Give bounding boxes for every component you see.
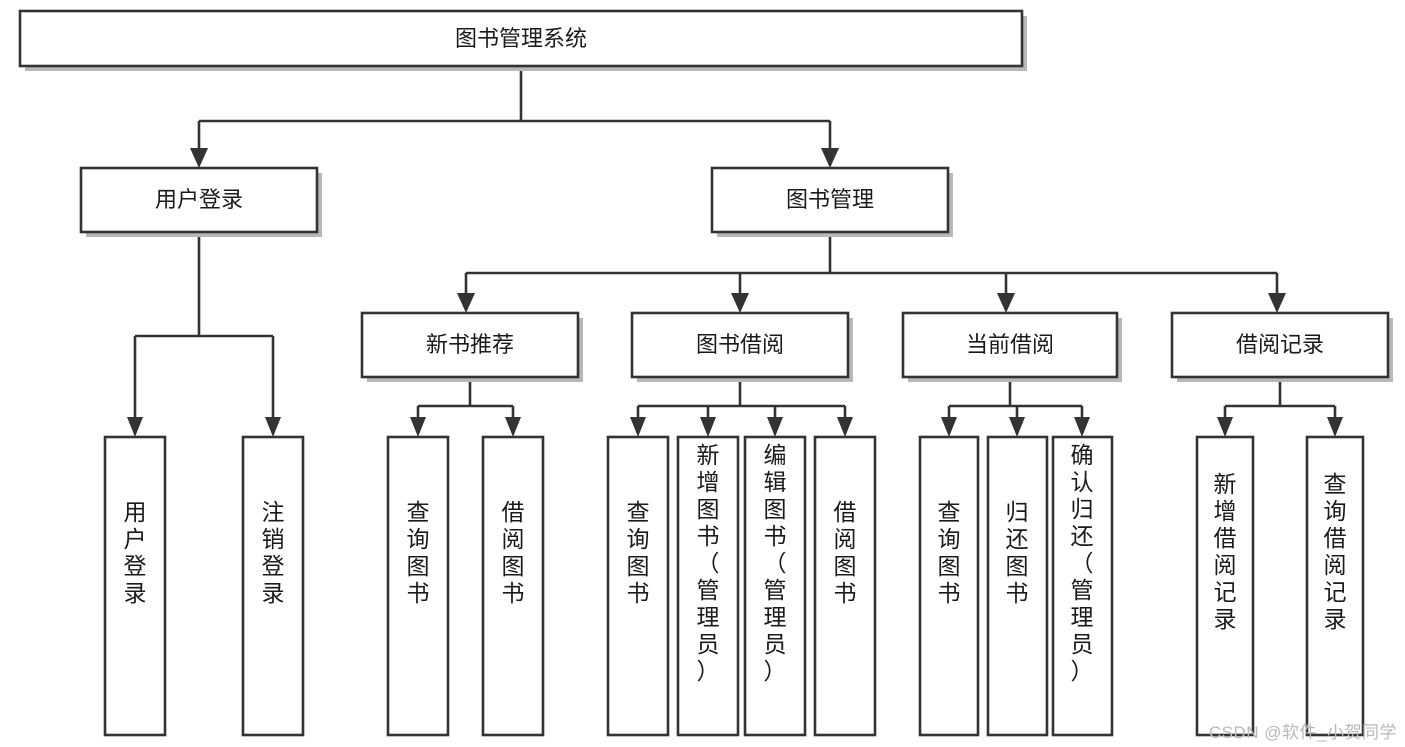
leaf-edit-book-admin-label: 编辑图书（管理员） <box>764 442 787 684</box>
leaf-borrow-book-rect <box>813 435 877 737</box>
leaf-query-book-recommend-rect <box>386 435 450 737</box>
leaf-borrow-book-label: 借阅图书 <box>834 499 857 606</box>
connector-layer <box>127 66 1343 437</box>
arrow-head-leaf-borrow-book-recommend <box>505 417 521 437</box>
arrow-head-leaf-add-book-admin <box>700 417 716 437</box>
node-current-borrow[interactable]: 当前借阅 <box>901 311 1122 382</box>
arrow-head-leaf-query-book-recommend <box>410 417 426 437</box>
arrow-head-leaf-borrow-book <box>837 417 853 437</box>
leaf-logout-label: 注销登录 <box>262 499 285 606</box>
leaf-return-book-label: 归还图书 <box>1006 499 1029 606</box>
leaf-query-book-recommend-label: 查询图书 <box>407 499 430 606</box>
leaf-add-borrow-record-label: 新增借阅记录 <box>1214 471 1237 632</box>
leaf-query-borrow-record-label: 查询借阅记录 <box>1324 471 1347 632</box>
leaf-query-book-current-label: 查询图书 <box>938 499 961 606</box>
arrow-head-leaf-confirm-return-admin <box>1074 417 1090 437</box>
node-book-borrow-label: 图书借阅 <box>696 332 784 357</box>
arrow-head-user-login <box>190 148 208 168</box>
leaf-borrow-book-recommend-label: 借阅图书 <box>502 499 525 606</box>
node-new-book-recommend-rect <box>360 311 580 379</box>
arrow-head-book-manage <box>821 148 839 168</box>
arrow-head-leaf-logout <box>265 417 281 437</box>
csdn-watermark: CSDN @软件_小贺同学 <box>1208 723 1397 742</box>
node-book-borrow[interactable]: 图书借阅 <box>630 311 853 382</box>
leaf-query-book-recommend[interactable]: 查询图书 <box>386 435 450 737</box>
node-borrow-record-rect <box>1170 311 1390 379</box>
node-user-login-label: 用户登录 <box>155 187 243 212</box>
leaf-edit-book-admin-rect <box>743 435 807 737</box>
leaf-query-borrow-record-rect <box>1305 435 1365 737</box>
arrow-head-leaf-user-login <box>127 417 143 437</box>
node-borrow-record[interactable]: 借阅记录 <box>1170 311 1393 382</box>
arrow-head-leaf-add-borrow-record <box>1217 417 1233 437</box>
leaf-user-login-label: 用户登录 <box>124 499 147 606</box>
arrow-head-leaf-edit-book-admin <box>767 417 783 437</box>
arrow-head-leaf-return-book <box>1009 417 1025 437</box>
leaf-query-book-borrow-rect <box>606 435 670 737</box>
arrow-head-leaf-query-book-current <box>941 417 957 437</box>
node-new-book-recommend-label: 新书推荐 <box>426 332 514 357</box>
leaf-edit-book-admin[interactable]: 编辑图书（管理员） <box>743 435 807 737</box>
node-user-login[interactable]: 用户登录 <box>79 166 322 237</box>
leaf-query-borrow-record[interactable]: 查询借阅记录 <box>1305 435 1365 737</box>
node-borrow-record-label: 借阅记录 <box>1236 332 1324 357</box>
node-current-borrow-rect <box>901 311 1119 379</box>
arrow-head-book-borrow <box>731 293 749 313</box>
arrow-head-leaf-query-borrow-record <box>1327 417 1343 437</box>
leaf-logout-rect <box>241 435 305 737</box>
leaf-borrow-book-recommend[interactable]: 借阅图书 <box>481 435 545 737</box>
node-book-manage[interactable]: 图书管理 <box>710 166 953 237</box>
leaf-query-book-borrow-label: 查询图书 <box>627 499 650 606</box>
leaf-add-book-admin-label: 新增图书（管理员） <box>697 442 720 684</box>
node-root[interactable]: 图书管理系统 <box>18 9 1027 71</box>
node-new-book-recommend[interactable]: 新书推荐 <box>360 311 583 382</box>
leaf-query-book-current[interactable]: 查询图书 <box>918 435 980 737</box>
leaf-confirm-return-admin[interactable]: 确认归还（管理员） <box>1051 435 1114 737</box>
node-book-manage-label: 图书管理 <box>786 187 874 212</box>
node-root-rect <box>18 9 1024 68</box>
node-root-label: 图书管理系统 <box>455 26 587 51</box>
leaf-return-book[interactable]: 归还图书 <box>986 435 1049 737</box>
leaf-add-borrow-record-rect <box>1195 435 1255 737</box>
leaf-add-book-admin-rect <box>676 435 740 737</box>
arrow-head-current-borrow <box>997 293 1015 313</box>
leaf-user-login[interactable]: 用户登录 <box>103 435 167 737</box>
leaf-confirm-return-admin-label: 确认归还（管理员） <box>1071 442 1094 684</box>
node-current-borrow-label: 当前借阅 <box>966 332 1054 357</box>
leaf-add-borrow-record[interactable]: 新增借阅记录 <box>1195 435 1255 737</box>
leaf-borrow-book[interactable]: 借阅图书 <box>813 435 877 737</box>
leaf-query-book-current-rect <box>918 435 980 737</box>
leaf-borrow-book-recommend-rect <box>481 435 545 737</box>
node-book-manage-rect <box>710 166 950 234</box>
leaf-user-login-rect <box>103 435 167 737</box>
leaf-add-book-admin[interactable]: 新增图书（管理员） <box>676 435 740 737</box>
leaf-logout[interactable]: 注销登录 <box>241 435 305 737</box>
node-book-borrow-rect <box>630 311 850 379</box>
leaf-confirm-return-admin-rect <box>1051 435 1114 737</box>
leaf-return-book-rect <box>986 435 1049 737</box>
node-user-login-rect <box>79 166 319 234</box>
arrow-head-borrow-record <box>1268 293 1286 313</box>
leaf-query-book-borrow[interactable]: 查询图书 <box>606 435 670 737</box>
arrow-head-leaf-query-book-borrow <box>630 417 646 437</box>
arrow-head-new-book-recommend <box>457 293 475 313</box>
